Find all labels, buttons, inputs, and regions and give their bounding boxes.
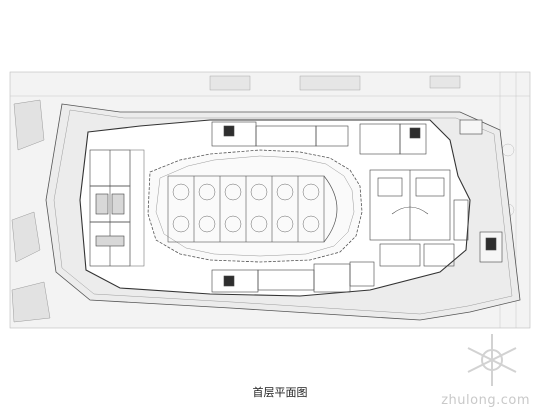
watermark-logo bbox=[467, 334, 517, 386]
drawing-caption: 首层平面图 bbox=[252, 386, 308, 399]
south-rooms bbox=[211, 261, 375, 293]
left-wing bbox=[89, 149, 145, 267]
outbuilding bbox=[459, 119, 503, 263]
east-lobby bbox=[369, 169, 469, 267]
central-hall bbox=[147, 149, 363, 263]
north-rooms bbox=[211, 121, 427, 155]
watermark-text: zhulong.com bbox=[441, 393, 530, 408]
